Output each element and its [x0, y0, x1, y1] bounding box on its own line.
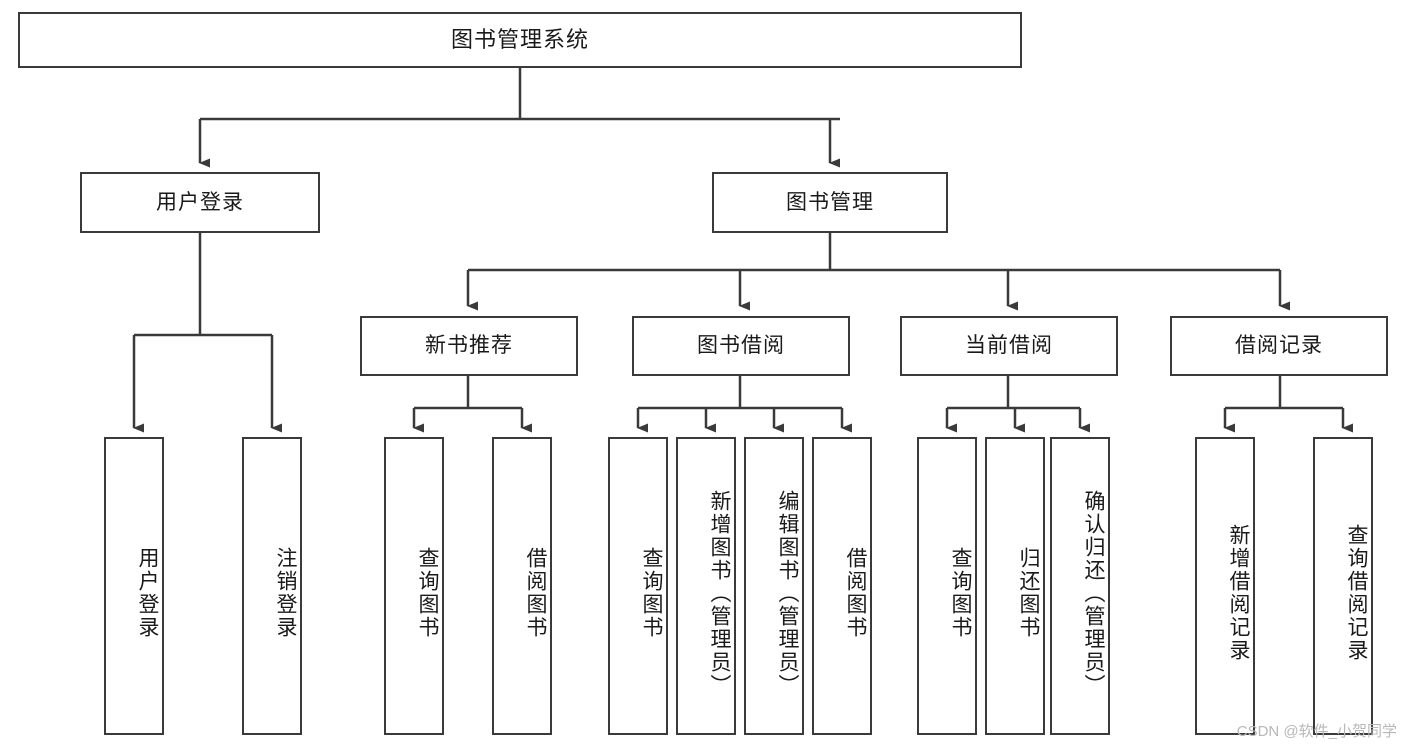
leaf-current-confirm-return-admin[interactable]: 确认归还（管理员）: [1050, 437, 1110, 735]
leaf-borrow-edit-book-admin[interactable]: 编辑图书（管理员）: [744, 437, 804, 735]
node-label: 归还图书: [1017, 547, 1040, 639]
leaf-user-login[interactable]: 用户登录: [104, 437, 164, 735]
node-label: 借阅图书: [844, 547, 867, 639]
leaf-borrow-query-book[interactable]: 查询图书: [608, 437, 668, 735]
leaf-logout[interactable]: 注销登录: [242, 437, 302, 735]
node-label: 借阅图书: [524, 547, 547, 639]
node-borrow-record[interactable]: 借阅记录: [1170, 316, 1388, 376]
node-label: 新增图书（管理员）: [708, 489, 731, 697]
node-book-management[interactable]: 图书管理: [712, 172, 948, 233]
node-label: 用户登录: [156, 190, 244, 214]
node-label: 图书管理系统: [450, 26, 589, 52]
node-label: 注销登录: [274, 547, 297, 639]
node-label: 新增借阅记录: [1227, 524, 1250, 662]
leaf-current-query-book[interactable]: 查询图书: [917, 437, 977, 735]
node-label: 查询图书: [640, 547, 663, 639]
node-label: 查询图书: [949, 547, 972, 639]
node-label: 图书管理: [786, 190, 874, 214]
leaf-borrow-add-book-admin[interactable]: 新增图书（管理员）: [676, 437, 736, 735]
node-user-login[interactable]: 用户登录: [80, 172, 320, 233]
node-label: 确认归还（管理员）: [1082, 489, 1105, 697]
node-root-system[interactable]: 图书管理系统: [18, 12, 1022, 68]
leaf-record-add-record[interactable]: 新增借阅记录: [1195, 437, 1255, 735]
node-label: 当前借阅: [965, 334, 1053, 358]
leaf-recommend-borrow-book[interactable]: 借阅图书: [492, 437, 552, 735]
leaf-borrow-borrow-book[interactable]: 借阅图书: [812, 437, 872, 735]
watermark-text: CSDN @软件_小贺同学: [1236, 723, 1397, 740]
node-current-borrow[interactable]: 当前借阅: [900, 316, 1118, 376]
node-label: 查询借阅记录: [1345, 524, 1368, 662]
node-label: 编辑图书（管理员）: [776, 489, 799, 697]
node-label: 用户登录: [136, 547, 159, 639]
leaf-record-query-record[interactable]: 查询借阅记录: [1313, 437, 1373, 735]
node-new-book-recommend[interactable]: 新书推荐: [360, 316, 578, 376]
node-label: 查询图书: [416, 547, 439, 639]
leaf-current-return-book[interactable]: 归还图书: [985, 437, 1045, 735]
node-book-borrow[interactable]: 图书借阅: [632, 316, 850, 376]
node-label: 新书推荐: [425, 334, 513, 358]
node-label: 图书借阅: [697, 334, 785, 358]
leaf-recommend-query-book[interactable]: 查询图书: [384, 437, 444, 735]
node-label: 借阅记录: [1235, 334, 1323, 358]
